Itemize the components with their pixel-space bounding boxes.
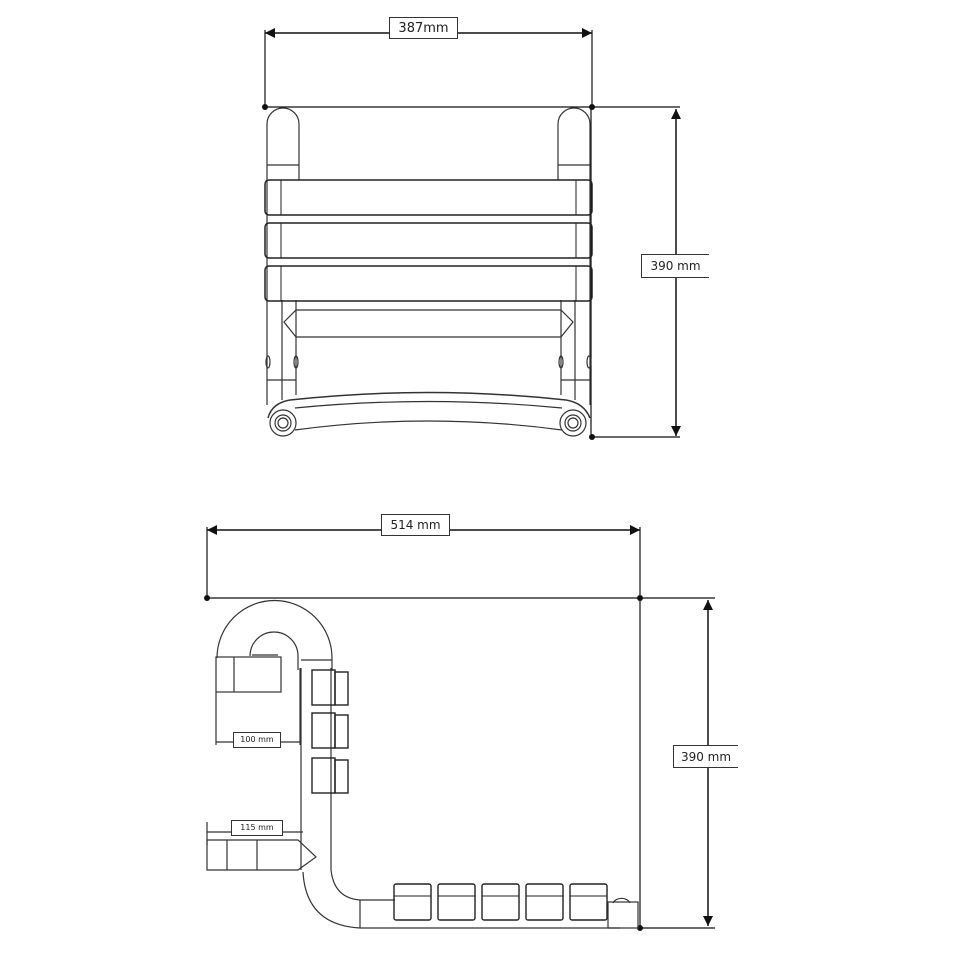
side-depth-label: 514 mm <box>381 514 450 536</box>
front-height-label: 390 mm <box>641 254 709 278</box>
seat-side-slats <box>393 883 608 921</box>
hinge-offset-label: 100 mm <box>233 732 281 748</box>
front-view <box>262 28 681 440</box>
side-height-label: 390 mm <box>673 745 738 768</box>
foot-offset-label: 115 mm <box>231 820 283 836</box>
front-width-label: 387mm <box>389 17 458 39</box>
seat-slats <box>264 179 593 302</box>
side-view <box>204 525 715 931</box>
backrest-slats <box>311 669 349 794</box>
